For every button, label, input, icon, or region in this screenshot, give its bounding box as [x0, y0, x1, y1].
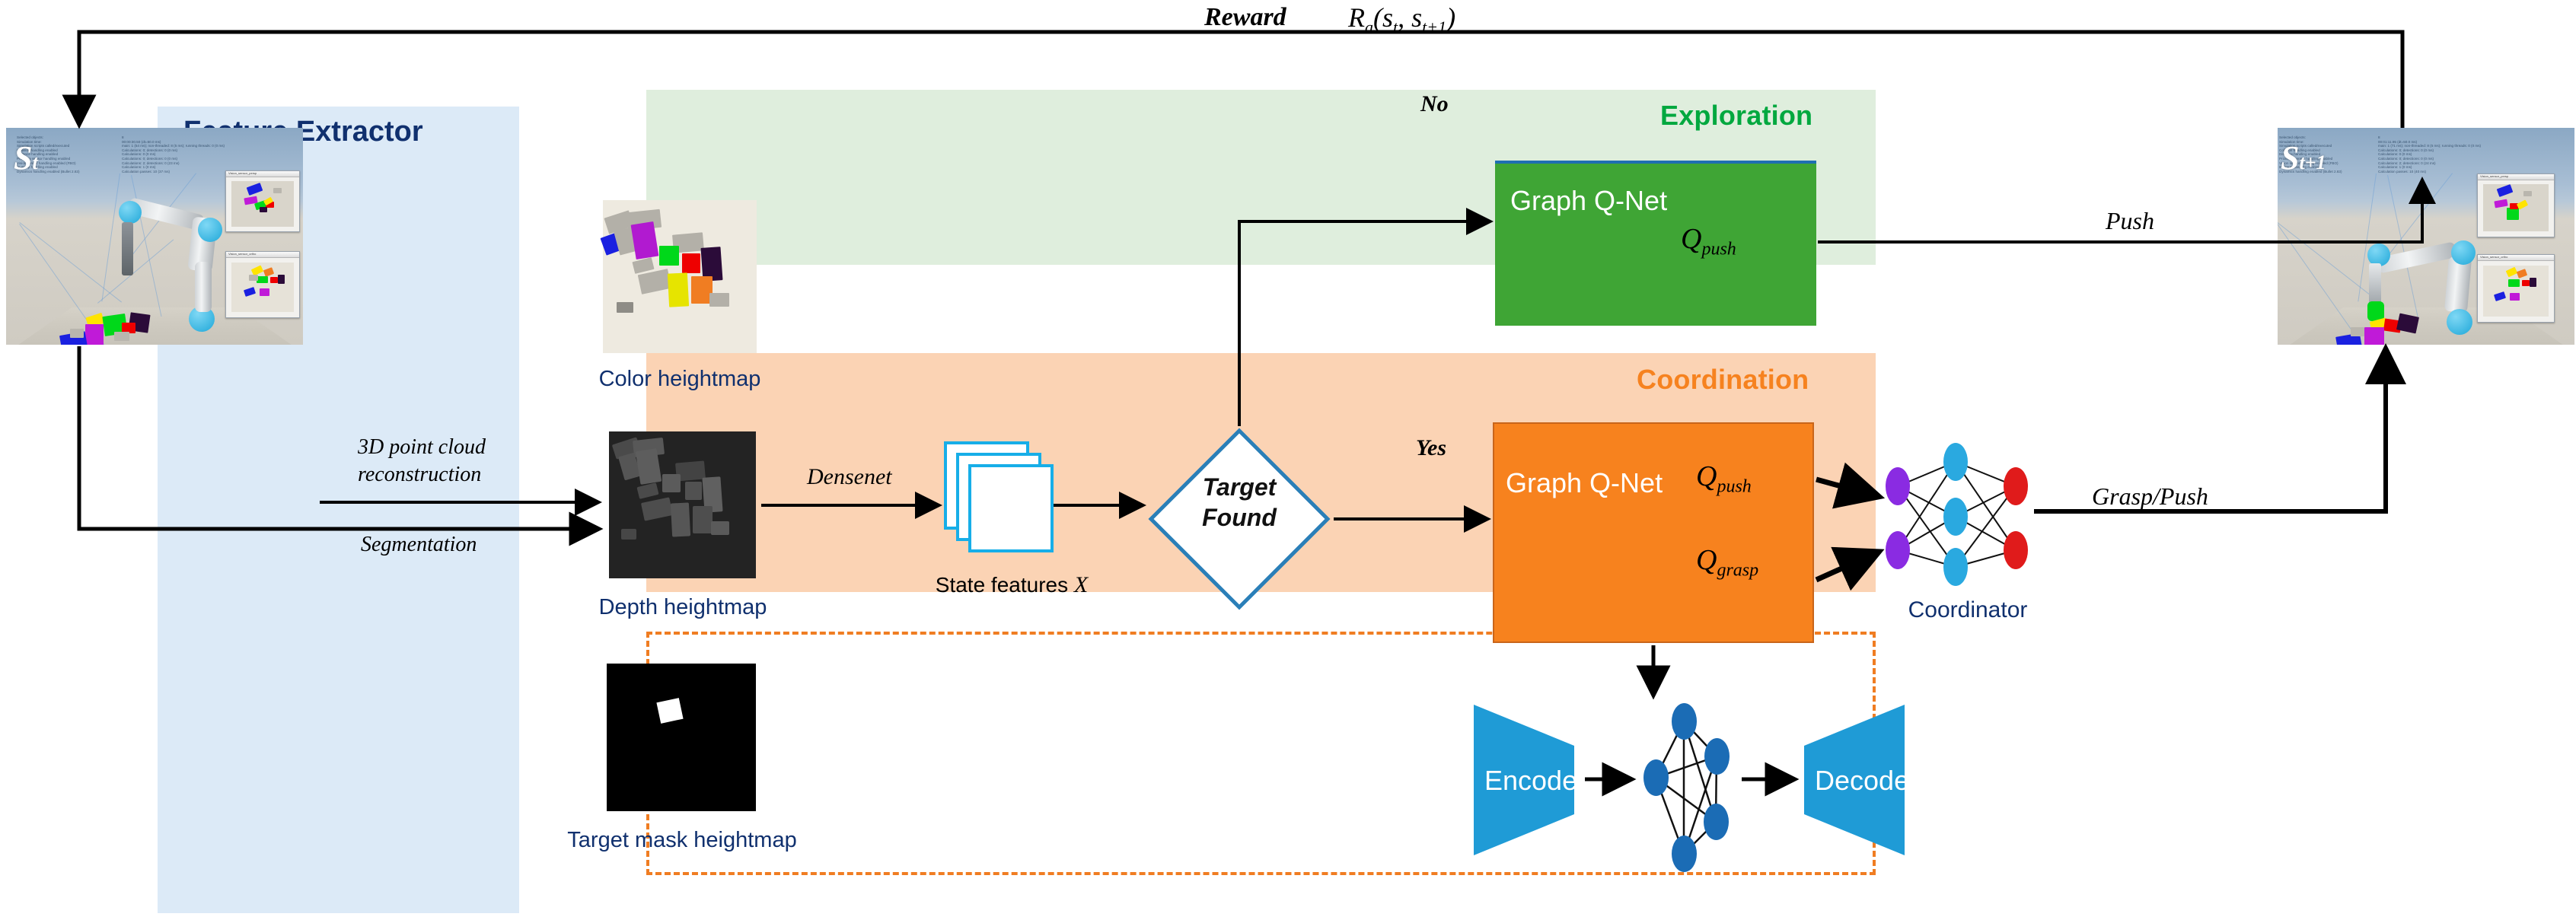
block	[2364, 327, 2384, 345]
diamond-shape	[1148, 428, 1331, 610]
vision-sensor-ortho-right: Vision_sensor_ortho	[2477, 254, 2555, 323]
sim-overlay-left-col1: Selected objects: Simulation time: Simul…	[17, 135, 80, 173]
block	[114, 332, 129, 341]
coordinator-input-node	[1886, 531, 1910, 569]
vision-sensor-ortho-left: Vision_sensor_ortho	[225, 251, 300, 318]
graph-node	[1704, 804, 1729, 840]
vision-sensor-title: Vision_sensor_ortho	[226, 252, 299, 258]
q-grasp-coordination-label: Qgrasp	[1696, 544, 1759, 581]
block	[2351, 327, 2364, 336]
q-push-exploration-label: Qpush	[1681, 223, 1736, 259]
reward-formula: Ra(st, st+1)	[1348, 2, 1455, 37]
block	[70, 329, 84, 338]
beam	[2278, 222, 2380, 303]
coordinator-output-node	[2004, 467, 2028, 505]
reward-st1: t+1	[1422, 18, 1447, 37]
decoder-label: Decoder	[1815, 765, 1919, 796]
exploration-title: Exploration	[1660, 100, 1813, 131]
reward-close: )	[1446, 2, 1456, 33]
depth-heightmap-label: Depth heightmap	[598, 595, 767, 619]
state-label-st: St	[14, 139, 38, 177]
sim-overlay-left-col2: 8 00:00:30.50 (dt=50.0 ms) main: 1 (54 m…	[122, 135, 225, 173]
target-found-decision[interactable]	[1148, 428, 1331, 610]
reward-open: (s	[1373, 2, 1393, 33]
q-push-coordination-label: Qpush	[1696, 460, 1752, 497]
graph-qnet-coordination-label: Graph Q-Net	[1506, 467, 1663, 498]
graph-qnet-exploration[interactable]	[1495, 161, 1816, 326]
push-action-label: Push	[2106, 207, 2154, 234]
graph-node	[1672, 836, 1697, 872]
reward-st: t	[1393, 18, 1398, 37]
beam	[2387, 175, 2418, 317]
vision-sensor-title: Vision_sensor_persp	[2478, 174, 2554, 180]
sim-overlay-right-col1: Selected objects: Simulation time: Simul…	[2279, 135, 2342, 173]
reward-comma: , s	[1398, 2, 1423, 33]
graph-qnet-exploration-label: Graph Q-Net	[1510, 185, 1668, 216]
coordinator-to-state-arrow	[2034, 343, 2406, 514]
state-features-label: State features X	[935, 572, 1089, 597]
block	[85, 324, 104, 345]
coordinator-output-node	[2004, 531, 2028, 569]
encoder-label: Encoder	[1484, 765, 1587, 796]
state-feature-card	[968, 464, 1054, 552]
reward-word: Reward	[1204, 3, 1286, 31]
target-mask-blob	[656, 698, 684, 724]
block	[122, 323, 135, 333]
densenet-label: Densenet	[807, 464, 892, 489]
color-heightmap-label: Color heightmap	[598, 367, 761, 391]
graph-qnet-coordination[interactable]	[1493, 422, 1814, 643]
coordinator-input-node	[1886, 467, 1910, 505]
graph-node	[1672, 703, 1697, 740]
vision-sensor-persp-left: Vision_sensor_persp	[225, 170, 300, 232]
depth-heightmap-image	[609, 431, 756, 578]
beam	[131, 175, 162, 317]
segmentation-label: Segmentation	[361, 533, 477, 556]
sim-overlay-right-col2: 8 00:01:11.95 (dt=50.0 ms) main: 1 (71 m…	[2378, 135, 2482, 173]
color-heightmap-image	[600, 200, 757, 353]
coordinator-label: Coordinator	[1908, 597, 2028, 622]
reward-label: Reward	[1204, 3, 1286, 32]
target-found-label: Target Found	[1202, 473, 1277, 531]
coordinator-hidden-node	[1943, 498, 1968, 536]
vision-sensor-persp-right: Vision_sensor_persp	[2477, 173, 2555, 237]
state-image-st1: Selected objects: Simulation time: Simul…	[2278, 128, 2574, 345]
target-mask-heightmap-label: Target mask heightmap	[567, 828, 797, 852]
state-label-st1: St+1	[2281, 139, 2326, 177]
graph-node	[1643, 759, 1669, 796]
coordination-title: Coordination	[1637, 364, 1809, 395]
coordinator-hidden-node	[1943, 443, 1968, 481]
graph-node	[1704, 738, 1730, 775]
vision-sensor-title: Vision_sensor_persp	[226, 171, 299, 177]
target-mask-heightmap-image	[607, 664, 756, 811]
vision-sensor-title: Vision_sensor_ortho	[2478, 255, 2554, 261]
grasp-push-action-label: Grasp/Push	[2092, 482, 2208, 510]
reward-a: a	[1365, 18, 1373, 37]
reward-R: R	[1348, 2, 1365, 33]
beam	[101, 173, 120, 302]
branch-yes-label: Yes	[1416, 435, 1446, 460]
coordinator-hidden-node	[1943, 548, 1968, 586]
state-image-st: Selected objects: Simulation time: Simul…	[6, 128, 303, 345]
state-features-symbol: X	[1073, 572, 1089, 597]
reconstruction-label: 3D point cloud reconstruction	[358, 435, 486, 486]
branch-no-label: No	[1420, 91, 1449, 116]
